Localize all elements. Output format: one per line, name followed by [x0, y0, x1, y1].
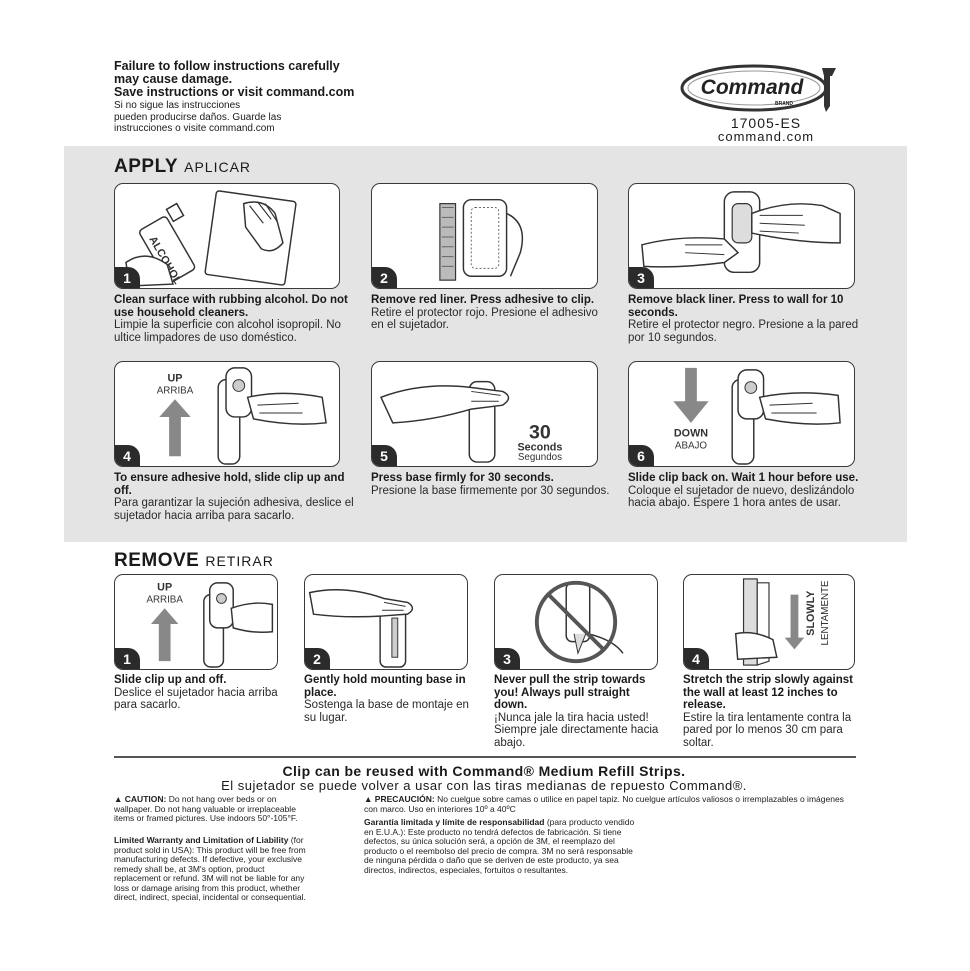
remove-slide-up-icon: UP ARRIBA — [146, 582, 274, 668]
remove-step-4-caption: Stretch the strip slowly against the wal… — [683, 674, 853, 749]
warning-es: Si no sigue las instrucciones pueden pro… — [114, 100, 282, 134]
hold-base-icon — [308, 589, 414, 668]
prohibited-icon — [534, 580, 618, 664]
divider — [114, 756, 856, 758]
slide-up-icon: UP ARRIBA — [157, 367, 327, 465]
up-arrow-icon — [159, 399, 191, 457]
logo-brand-sub: BRAND — [775, 101, 793, 107]
remove-step-1-illustration: UP ARRIBA 1 — [114, 574, 278, 670]
apply-step-5-number: 5 — [372, 445, 397, 466]
apply-step-6-number: 6 — [629, 445, 654, 466]
apply-step-2-illustration: 2 — [371, 183, 598, 289]
remove-step-2-caption: Gently hold mounting base in place. Sost… — [304, 674, 469, 724]
warning-en: Failure to follow instructions carefully… — [114, 59, 355, 99]
apply-step-2-number: 2 — [372, 267, 397, 288]
up-label: UP — [168, 373, 183, 385]
warranty-es: Garantía limitada y límite de responsabi… — [364, 817, 635, 875]
caution-en: ▲ CAUTION: Do not hang over beds or on w… — [114, 794, 298, 823]
remove-up-label: UP — [157, 582, 172, 594]
thirty-label: 30 — [529, 422, 551, 444]
remove-step-1-caption: Slide clip up and off. Deslice el sujeta… — [114, 674, 278, 711]
apply-step-2-caption: Remove red liner. Press adhesive to clip… — [371, 294, 598, 331]
apply-step-1-caption: Clean surface with rubbing alcohol. Do n… — [114, 294, 348, 344]
apply-step-4-number: 4 — [115, 445, 140, 466]
remove-up-arrow-icon — [150, 608, 179, 662]
arriba-label: ARRIBA — [157, 385, 194, 396]
alcohol-cleaning-icon: ALCOHOL — [125, 190, 297, 287]
apply-step-1-illustration: ALCOHOL 1 — [114, 183, 340, 289]
caution-es: ▲ PRECAUCIÓN: No cuelgue sobre camas o u… — [364, 794, 844, 814]
warranty-en: Limited Warranty and Limitation of Liabi… — [114, 835, 306, 902]
remove-step-1-number: 1 — [115, 648, 140, 669]
apply-step-5-illustration: 30 Seconds Segundos 5 — [371, 361, 598, 467]
remove-step-2-number: 2 — [305, 648, 330, 669]
remove-red-liner-icon — [439, 198, 524, 281]
stretch-arrow-icon — [784, 594, 805, 650]
stretch-strip-icon: SLOWLY LENTAMENTE — [734, 578, 831, 666]
apply-step-6-caption: Slide clip back on. Wait 1 hour before u… — [628, 472, 859, 509]
apply-step-3-number: 3 — [629, 267, 654, 288]
press-30-seconds-icon: 30 Seconds Segundos — [379, 380, 562, 463]
slowly-label: SLOWLY — [805, 591, 817, 636]
remove-step-4-number: 4 — [684, 648, 709, 669]
warning-header: Failure to follow instructions carefully… — [114, 60, 444, 135]
segundos-label: Segundos — [518, 452, 562, 463]
abajo-label: ABAJO — [675, 440, 708, 451]
remove-step-4-illustration: SLOWLY LENTAMENTE 4 — [683, 574, 855, 670]
apply-step-3-caption: Remove black liner. Press to wall for 10… — [628, 294, 859, 344]
apply-step-5-caption: Press base firmly for 30 seconds. Presio… — [371, 472, 610, 497]
remove-step-3-number: 3 — [495, 648, 520, 669]
apply-step-1-number: 1 — [115, 267, 140, 288]
press-to-wall-icon — [641, 191, 841, 274]
apply-step-3-illustration: 3 — [628, 183, 855, 289]
command-logo-mark: Command BRAND — [680, 64, 836, 112]
logo-brand: Command — [701, 76, 805, 99]
seconds-label: Seconds — [517, 441, 562, 453]
lentamente-label: LENTAMENTE — [820, 580, 831, 646]
do-not-pull-icon — [534, 580, 624, 664]
website-url: command.com — [717, 129, 815, 144]
remove-step-2-illustration: 2 — [304, 574, 468, 670]
reuse-note: Clip can be reused with Command® Medium … — [221, 763, 747, 793]
down-arrow-icon — [673, 367, 709, 423]
remove-step-3-illustration: 3 — [494, 574, 658, 670]
apply-step-6-illustration: DOWN ABAJO 6 — [628, 361, 855, 467]
remove-arriba-label: ARRIBA — [146, 594, 183, 605]
apply-step-4-caption: To ensure adhesive hold, slide clip up a… — [114, 472, 354, 522]
remove-step-3-caption: Never pull the strip towards you! Always… — [494, 674, 659, 749]
command-logo: Command BRAND 17005-ES command.com — [676, 60, 856, 150]
down-label: DOWN — [674, 428, 708, 440]
apply-step-4-illustration: UP ARRIBA 4 — [114, 361, 340, 467]
product-code: 17005-ES — [730, 115, 802, 131]
slide-down-icon: DOWN ABAJO — [673, 367, 841, 465]
